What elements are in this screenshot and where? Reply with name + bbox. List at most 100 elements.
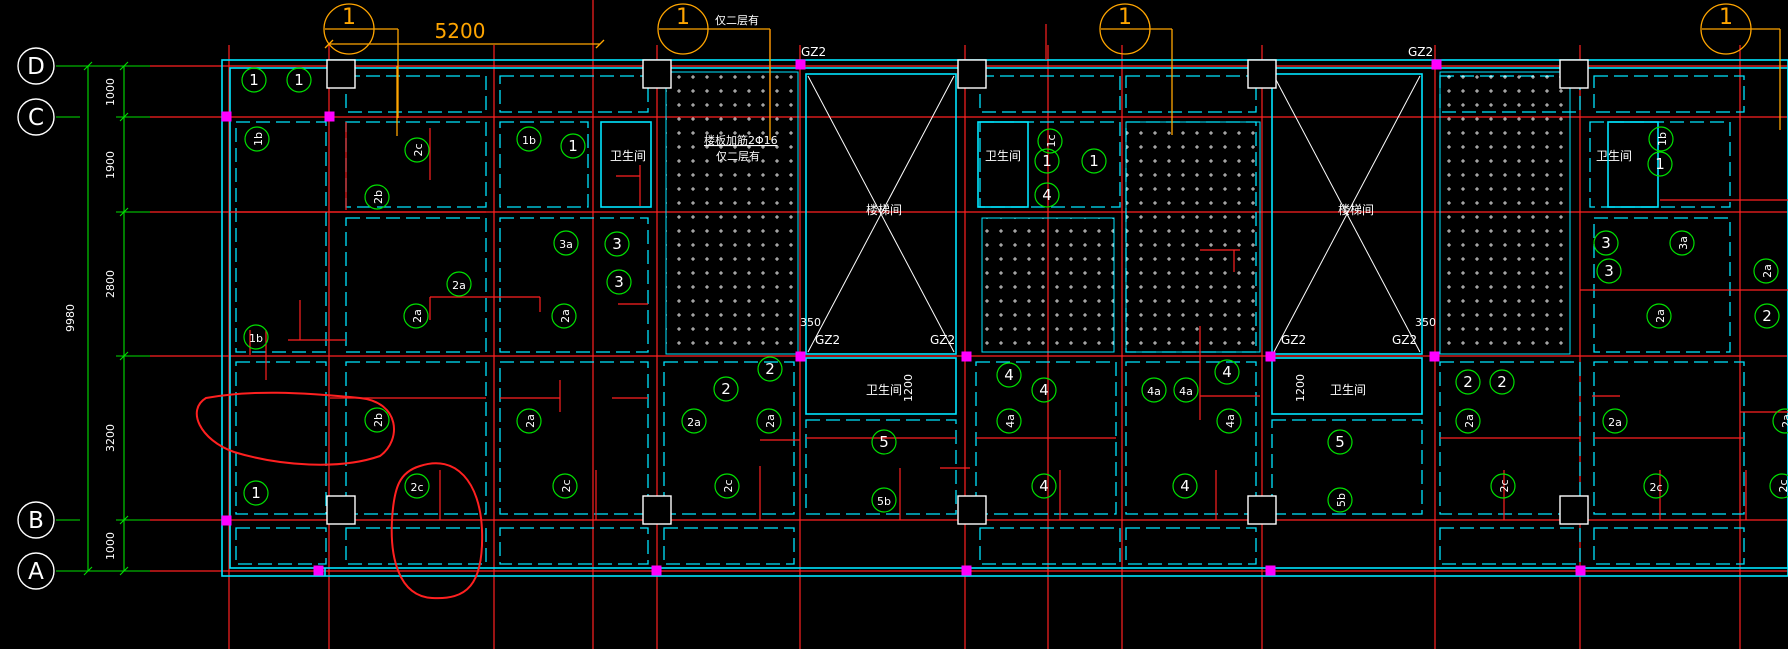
slab-mark-circle xyxy=(606,269,632,295)
slab-mark-circle xyxy=(1455,408,1481,434)
slab-mark-label: 5b xyxy=(877,495,891,508)
slab-mark-4: 4 xyxy=(1031,473,1057,499)
slab-mark-1c: 1c xyxy=(1037,128,1063,154)
slab-mark-2: 2 xyxy=(1754,303,1780,329)
gz-tag-d: GZ2 xyxy=(1392,333,1417,347)
slab-mark-5: 5 xyxy=(1327,429,1353,455)
slab-mark-1b: 1b xyxy=(243,324,269,350)
slab-mark-2a: 2a xyxy=(1602,408,1628,434)
slab-mark-circle xyxy=(1602,408,1628,434)
slab-mark-2b: 2b xyxy=(364,184,390,210)
slab-mark-circle xyxy=(1646,303,1672,329)
slab-mark-circle xyxy=(1647,151,1673,177)
slab-mark-circle xyxy=(551,303,577,329)
slab-mark-1: 1 xyxy=(560,133,586,159)
slab-mark-2c: 2c xyxy=(1769,473,1788,499)
slab-mark-circle xyxy=(1034,148,1060,174)
dim-seg-1: 1000 xyxy=(104,78,117,106)
slab-mark-label: 3a xyxy=(559,238,573,251)
slab-mark-label: 2c xyxy=(412,143,425,156)
slab-mark-circle xyxy=(1141,377,1167,403)
markup-loop-1[interactable] xyxy=(195,391,395,466)
slab-mark-2a: 2a xyxy=(756,408,782,434)
axis-bubble-c[interactable]: C xyxy=(17,98,55,136)
slab-mark-label: 2c xyxy=(560,479,573,492)
slab-mark-circle xyxy=(1753,258,1779,284)
slab-mark-circle xyxy=(560,133,586,159)
slab-mark-label: 2a xyxy=(1608,416,1622,429)
slab-mark-1: 1 xyxy=(1034,148,1060,174)
slab-mark-label: 2 xyxy=(721,380,731,398)
slab-mark-label: 4 xyxy=(1004,366,1014,384)
slab-mark-label: 4 xyxy=(1042,186,1052,204)
dim-1200-left: 1200 xyxy=(902,374,915,402)
room-label-bathroom-3: 卫生间 xyxy=(1596,149,1632,163)
slab-mark-label: 4 xyxy=(1039,381,1049,399)
slab-mark-label: 2b xyxy=(372,190,385,204)
slab-mark-circle xyxy=(1031,473,1057,499)
slab-mark-label: 2a xyxy=(559,309,572,323)
slab-mark-1: 1 xyxy=(243,480,269,506)
slab-mark-3: 3 xyxy=(1593,230,1619,256)
dim-seg-2: 1900 xyxy=(104,151,117,179)
slab-mark-circle xyxy=(1455,369,1481,395)
slab-mark-2a: 2a xyxy=(1753,258,1779,284)
dim-total-label: 9980 xyxy=(64,304,77,332)
slab-mark-label: 2a xyxy=(1463,414,1476,428)
axis-bubble-b[interactable]: B xyxy=(17,501,55,539)
slab-mark-circle xyxy=(1216,408,1242,434)
slab-mark-circle xyxy=(244,126,270,152)
gz-tag-a: GZ2 xyxy=(815,333,840,347)
slab-mark-2c: 2c xyxy=(404,473,430,499)
room-label-stair-1: 楼梯间 xyxy=(866,202,902,217)
slab-mark-label: 3 xyxy=(612,235,622,253)
slab-mark-circle xyxy=(1648,126,1674,152)
slab-mark-1: 1 xyxy=(1647,151,1673,177)
slab-mark-circle xyxy=(364,407,390,433)
wall-outlines xyxy=(221,59,1788,577)
slab-mark-4: 4 xyxy=(996,362,1022,388)
detail-ref-2: 1 xyxy=(676,5,690,30)
slab-mark-circle xyxy=(446,271,472,297)
detail-ref-1: 1 xyxy=(342,5,356,30)
slab-mark-1b: 1b xyxy=(1648,126,1674,152)
slab-mark-label: 2c xyxy=(1649,481,1662,494)
bathroom-outlines xyxy=(600,73,1659,415)
slab-mark-circle xyxy=(1327,429,1353,455)
slab-mark-label: 4a xyxy=(1004,414,1017,428)
slab-mark-circle xyxy=(1643,473,1669,499)
slab-mark-circle xyxy=(1593,230,1619,256)
slab-mark-2a: 2a xyxy=(681,408,707,434)
slab-mark-4a: 4a xyxy=(1141,377,1167,403)
slab-mark-circle xyxy=(364,184,390,210)
slab-mark-circle xyxy=(241,67,267,93)
gz-tag-top-left: GZ2 xyxy=(801,45,826,59)
slab-mark-1b: 1b xyxy=(244,126,270,152)
slab-mark-circle xyxy=(681,408,707,434)
slab-mark-circle xyxy=(714,473,740,499)
axis-bubble-d[interactable]: D xyxy=(17,47,55,85)
slab-mark-circle xyxy=(1034,182,1060,208)
slab-mark-label: 2 xyxy=(1497,373,1507,391)
slab-mark-2c: 2c xyxy=(1643,473,1669,499)
slab-mark-circle xyxy=(757,356,783,382)
room-label-bathroom-2: 卫生间 xyxy=(985,149,1021,163)
hatched-slab-areas xyxy=(665,71,1571,355)
detail-ref-4: 1 xyxy=(1719,5,1733,30)
slab-mark-circle xyxy=(871,487,897,513)
stairwell-cross-lines xyxy=(807,75,1421,353)
axis-bubble-a[interactable]: A xyxy=(17,552,55,590)
slab-mark-label: 3 xyxy=(1604,262,1614,280)
slab-mark-2: 2 xyxy=(1455,369,1481,395)
slab-mark-label: 2a xyxy=(764,414,777,428)
slab-mark-label: 1 xyxy=(568,137,578,155)
markup-loop-2[interactable] xyxy=(390,462,484,600)
slab-mark-3a: 3a xyxy=(1669,230,1695,256)
slab-mark-label: 5 xyxy=(1335,433,1345,451)
slab-mark-label: 2 xyxy=(765,360,775,378)
slab-mark-circle xyxy=(404,137,430,163)
slab-mark-label: 1 xyxy=(1089,152,1099,170)
slab-mark-2: 2 xyxy=(713,376,739,402)
